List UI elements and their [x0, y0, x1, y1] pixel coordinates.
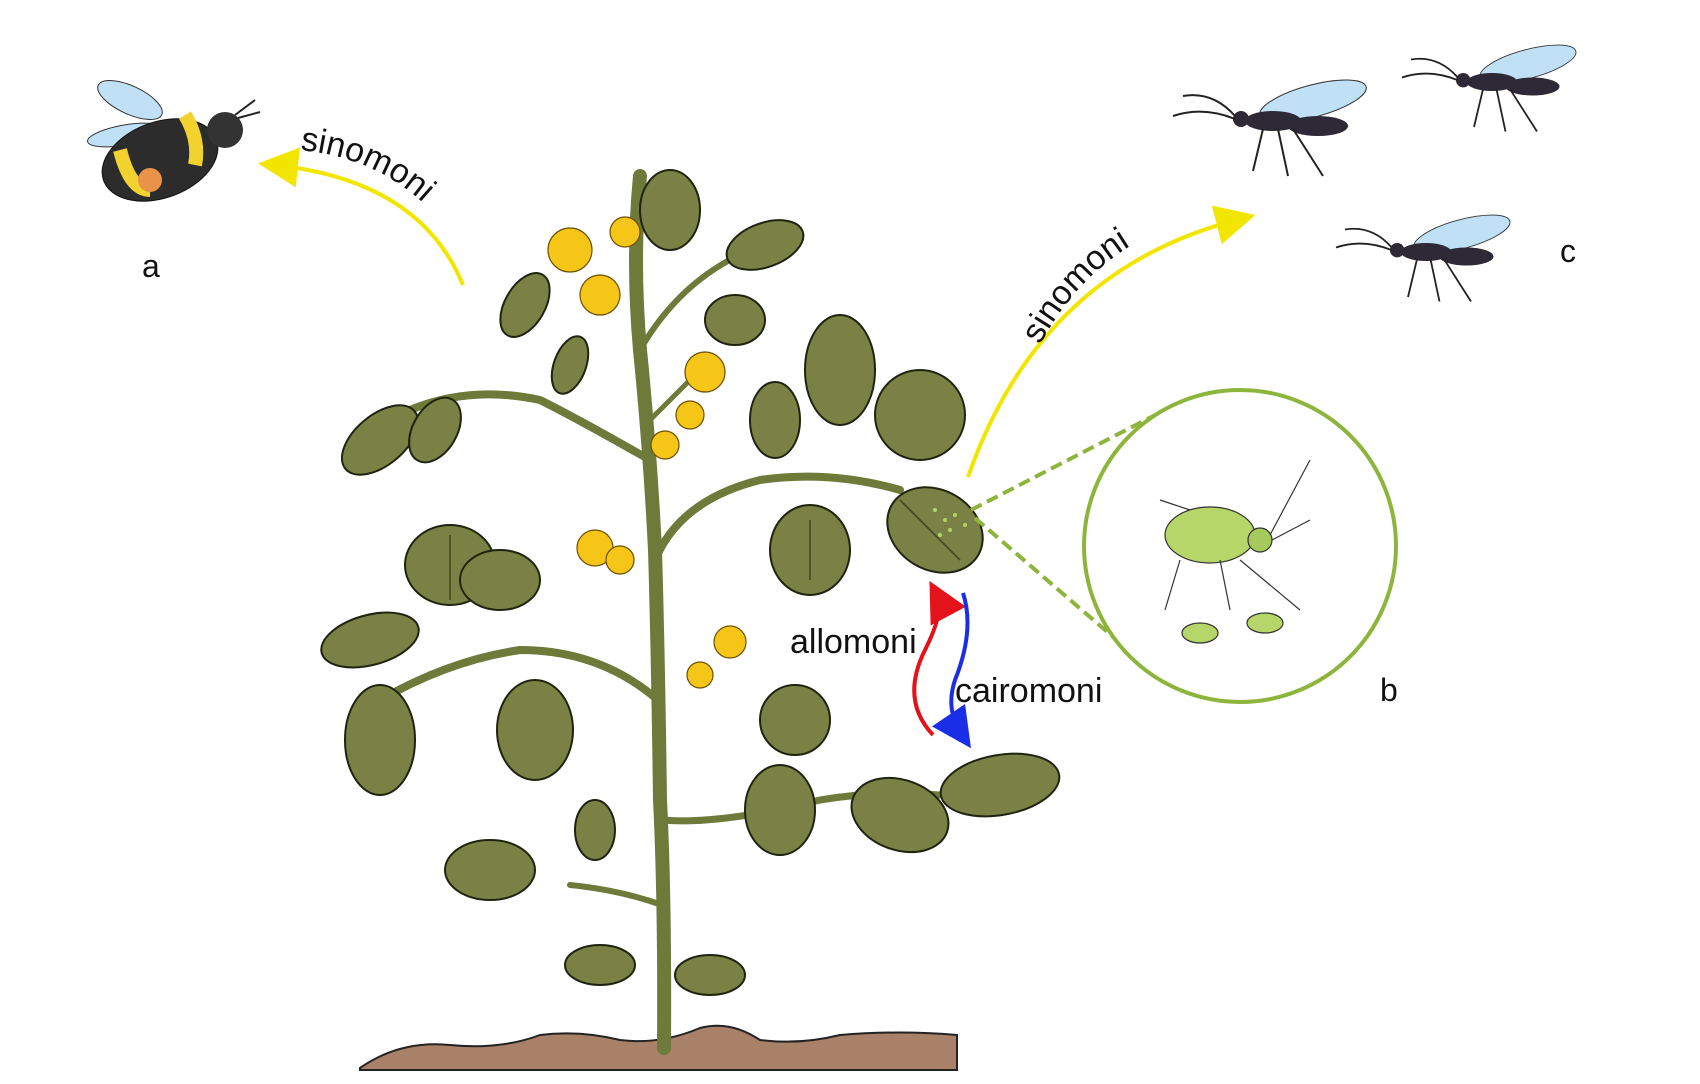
tomato-plant: [320, 169, 1061, 1055]
sinomoni-label-left: sinomoni: [299, 120, 443, 209]
allomoni-label: allomoni: [790, 623, 917, 661]
zoom-line-bottom: [973, 516, 1121, 644]
sinomoni-arrow-right: [966, 205, 1256, 478]
label-b: b: [1380, 672, 1398, 708]
label-c: c: [1560, 233, 1576, 269]
label-a: a: [142, 248, 160, 284]
cairomoni-label: cairomoni: [955, 672, 1102, 710]
zoom-line-top: [970, 409, 1164, 512]
cairomoni-arrow: [931, 592, 971, 749]
sinomoni-label-right: sinomoni: [1014, 220, 1135, 348]
aphid-illustration: [1159, 459, 1311, 644]
allomoni-arrow: [912, 580, 966, 737]
parasitoid-wasps-illustration: [1172, 44, 1577, 302]
tomato-flowers: [547, 216, 747, 689]
bumblebee-illustration: [87, 80, 261, 202]
sinomoni-arrow-left: [258, 147, 465, 286]
